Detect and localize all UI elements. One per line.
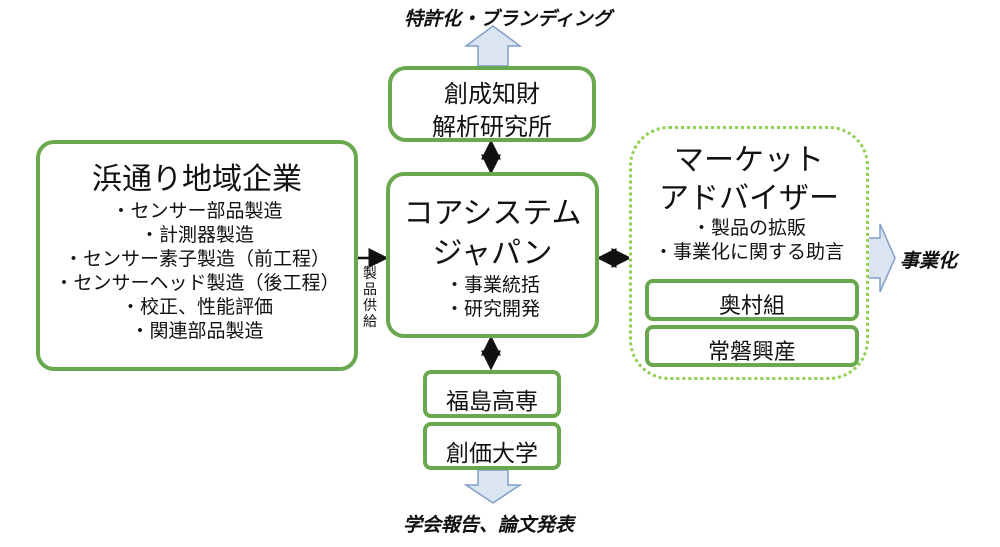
center-line1: コアシステム [403,196,582,231]
institute-box: 創成知財 解析研究所 [388,66,596,142]
right-item: ・製品の拡販 [691,217,806,239]
center-item: ・事業統括 [444,274,540,296]
center-item: ・研究開発 [444,298,540,320]
left-item: ・関連部品製造 [130,320,264,342]
kosen-box: 福島高専 [423,370,561,418]
supply-label: 製品供給 [362,266,378,330]
left-company-box: 浜通り地域企業 ・センサー部品製造 ・計測器製造 ・センサー素子製造（前工程） … [36,140,358,371]
left-title: 浜通り地域企業 [92,162,302,197]
institute-line2: 解析研究所 [432,113,552,141]
left-item: ・センサーヘッド製造（後工程） [54,272,340,294]
left-item: ・計測器製造 [139,224,254,246]
left-item: ・センサー素子製造（前工程） [63,248,330,270]
supply-label-text: 製品供給 [363,266,377,330]
right-title1: マーケット [674,143,824,178]
soka-box: 創価大学 [423,422,561,470]
right-output-arrow [867,223,896,293]
member-box-joban: 常磐興産 [645,325,859,367]
left-item: ・センサー部品製造 [111,200,283,222]
member-box-okumura: 奥村組 [645,279,859,321]
center-box: コアシステム ジャパン ・事業統括 ・研究開発 [386,172,599,338]
bottom-label: 学会報告、論文発表 [403,514,575,536]
right-title2: アドバイザー [659,181,839,216]
right-item: ・事業化に関する助言 [653,241,844,263]
member-label: 奥村組 [718,294,785,319]
left-item: ・校正、性能評価 [120,296,273,318]
top-label: 特許化・ブランディング [404,8,612,30]
right-label: 事業化 [900,250,958,272]
bottom-output-arrow [463,469,523,504]
center-line2: ジャパン [432,236,553,271]
institute-line1: 創成知財 [444,80,540,108]
kosen-label: 福島高専 [446,389,538,415]
member-label: 常磐興産 [707,340,796,365]
top-output-arrow [463,25,523,67]
soka-label: 創価大学 [446,441,538,467]
